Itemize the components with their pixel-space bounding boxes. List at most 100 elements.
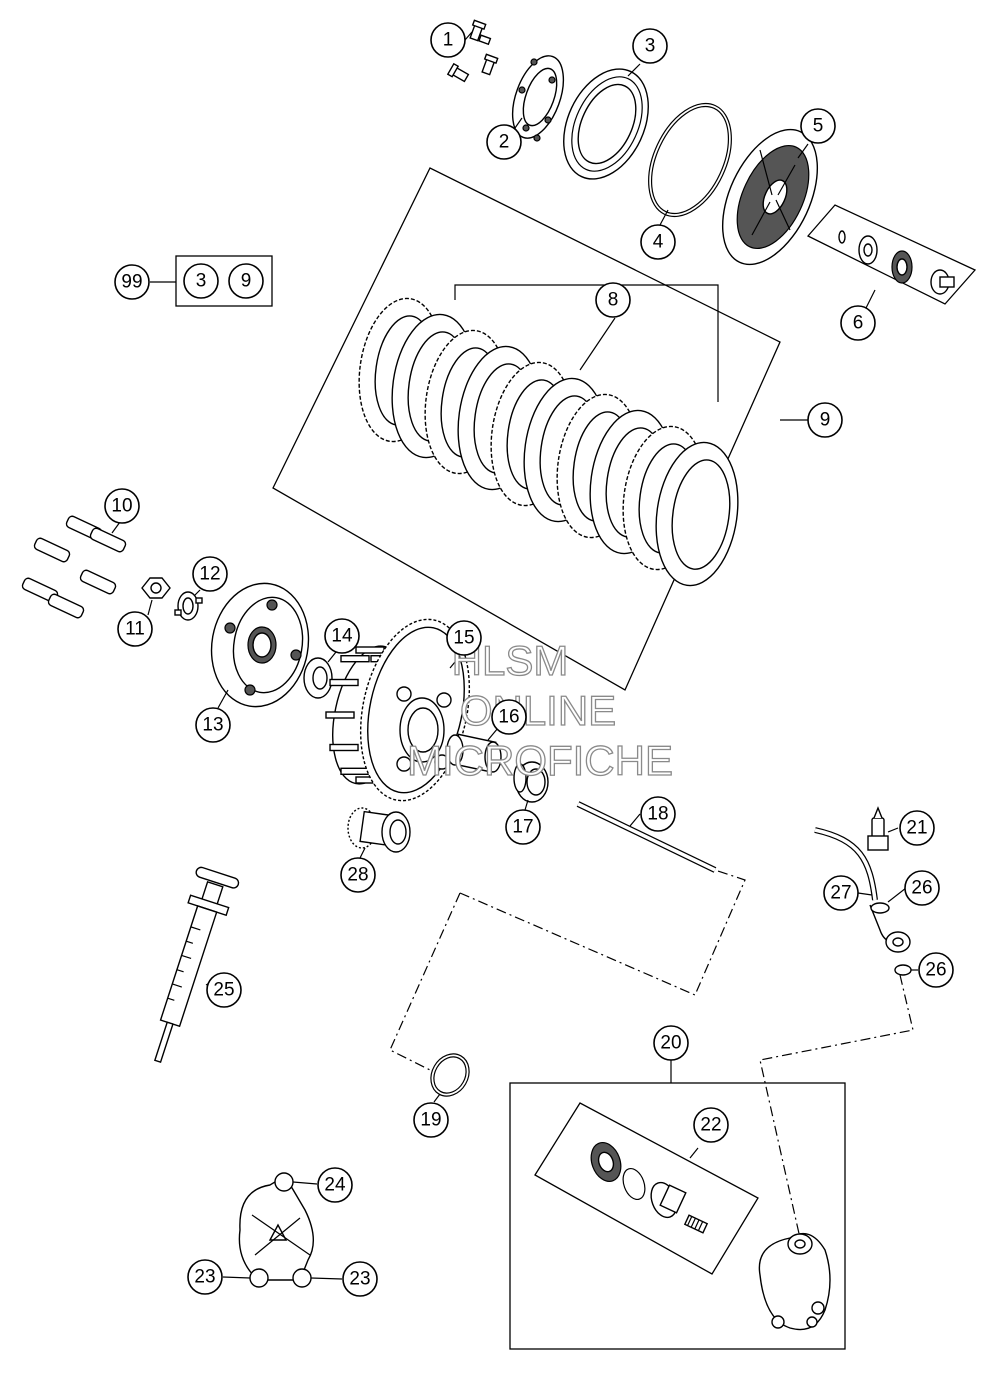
part-10-pins bbox=[21, 515, 127, 619]
callout-9-label: 9 bbox=[820, 410, 831, 431]
slave-cylinder-cover bbox=[238, 1172, 314, 1288]
callout-14-label: 14 bbox=[331, 626, 353, 647]
callout-21-label: 21 bbox=[906, 818, 927, 839]
kit-99-item-2-label: 9 bbox=[241, 271, 252, 292]
callout-8: 8 bbox=[595, 282, 631, 318]
callout-9: 9 bbox=[807, 402, 843, 438]
callout-25-label: 25 bbox=[213, 980, 234, 1001]
callout-15-label: 15 bbox=[453, 628, 474, 649]
callout-10: 10 bbox=[104, 488, 140, 524]
callout-12-label: 12 bbox=[199, 564, 220, 585]
leader-4 bbox=[659, 209, 669, 226]
callout-4-label: 4 bbox=[653, 232, 664, 253]
callout-13: 13 bbox=[195, 707, 231, 743]
leader-11 bbox=[147, 599, 153, 616]
leader-23b bbox=[310, 1277, 343, 1280]
basket-finger bbox=[340, 767, 370, 775]
part-14-thrust-washer bbox=[303, 657, 333, 699]
basket-finger bbox=[340, 655, 370, 663]
kit-99-item-1: 3 bbox=[183, 263, 219, 299]
callout-23-right-label: 23 bbox=[349, 1269, 370, 1290]
basket-finger bbox=[355, 646, 385, 654]
callout-26-upper: 26 bbox=[904, 870, 940, 906]
callout-20-label: 20 bbox=[660, 1033, 681, 1054]
leader-27 bbox=[857, 892, 873, 896]
part-21-bleed-screw bbox=[867, 806, 889, 851]
dash-line-rod bbox=[459, 869, 746, 996]
callout-5-label: 5 bbox=[813, 116, 824, 137]
leader-21 bbox=[887, 827, 899, 833]
watermark-line-2: ONLINE bbox=[460, 687, 616, 734]
callout-6: 6 bbox=[840, 305, 876, 341]
leader-24 bbox=[292, 1181, 318, 1185]
part-13-clutch-hub bbox=[210, 582, 310, 708]
callout-27: 27 bbox=[823, 875, 859, 911]
leader-19 bbox=[433, 1093, 441, 1103]
part-26-seal-ring-lower bbox=[894, 964, 912, 976]
callout-13-label: 13 bbox=[202, 715, 223, 736]
part-18-push-rod bbox=[576, 801, 717, 873]
callout-4: 4 bbox=[640, 224, 676, 260]
part-28-gear-bushing bbox=[347, 807, 411, 853]
part-4-o-ring bbox=[648, 102, 732, 218]
callout-26-lower: 26 bbox=[918, 952, 954, 988]
part-26-seal-ring-upper bbox=[870, 902, 890, 914]
callout-99-label: 99 bbox=[121, 272, 142, 293]
callout-21: 21 bbox=[899, 810, 935, 846]
slave-cylinder-body bbox=[758, 1232, 831, 1331]
part-16-needle-bearing bbox=[446, 733, 502, 773]
callout-17-label: 17 bbox=[512, 817, 533, 838]
dash-line-left bbox=[389, 892, 461, 1071]
callout-11-label: 11 bbox=[125, 619, 145, 640]
callout-28-label: 28 bbox=[347, 865, 368, 886]
callout-22: 22 bbox=[693, 1107, 729, 1143]
banjo-fitting bbox=[885, 931, 911, 953]
callout-16-label: 16 bbox=[498, 707, 519, 728]
leader-28 bbox=[359, 847, 366, 859]
callout-22-label: 22 bbox=[700, 1115, 721, 1136]
part-27-clutch-hose bbox=[814, 827, 906, 944]
callout-8-label: 8 bbox=[608, 290, 619, 311]
callout-1: 1 bbox=[430, 22, 466, 58]
basket-finger bbox=[329, 743, 359, 752]
leader-12 bbox=[193, 589, 201, 597]
callout-10-label: 10 bbox=[111, 496, 132, 517]
callout-23-left-label: 23 bbox=[194, 1267, 215, 1288]
leader-17 bbox=[524, 799, 529, 811]
callout-15: 15 bbox=[446, 620, 482, 656]
callout-16: 16 bbox=[491, 699, 527, 735]
callout-2-label: 2 bbox=[499, 132, 510, 153]
callout-99: 99 bbox=[114, 264, 150, 300]
callout-26-lower-label: 26 bbox=[925, 960, 946, 981]
leader-8-bracket bbox=[454, 284, 719, 402]
kit-99-box bbox=[175, 255, 273, 307]
part-12-lock-washer bbox=[174, 591, 203, 621]
basket-finger bbox=[329, 678, 359, 687]
leader-1 bbox=[464, 31, 473, 41]
leader-2 bbox=[514, 117, 523, 129]
callout-28: 28 bbox=[340, 857, 376, 893]
leader-8 bbox=[579, 317, 616, 371]
watermark: HLSM ONLINE MICROFICHE bbox=[406, 636, 673, 784]
callout-17: 17 bbox=[505, 809, 541, 845]
callout-20: 20 bbox=[653, 1025, 689, 1061]
callout-3: 3 bbox=[632, 28, 668, 64]
callout-25: 25 bbox=[206, 972, 242, 1008]
part-6-release-bearing-set bbox=[806, 204, 977, 305]
kit-99-item-1-label: 3 bbox=[196, 271, 207, 292]
callout-24-label: 24 bbox=[324, 1175, 346, 1196]
watermark-line-1: HLSM bbox=[452, 637, 569, 684]
dash-line-right bbox=[759, 974, 914, 1239]
leader-18 bbox=[629, 813, 641, 827]
clutch-disc bbox=[655, 441, 739, 587]
callout-26-upper-label: 26 bbox=[911, 878, 932, 899]
callout-3-label: 3 bbox=[645, 36, 656, 57]
part-19-o-ring bbox=[430, 1053, 470, 1097]
leader-14 bbox=[327, 651, 337, 663]
callout-24: 24 bbox=[317, 1167, 353, 1203]
leader-22 bbox=[689, 1147, 699, 1159]
kit-99-item-2: 9 bbox=[228, 263, 264, 299]
part-15-clutch-basket bbox=[325, 618, 471, 802]
part-22-piston-kit bbox=[534, 1102, 759, 1275]
